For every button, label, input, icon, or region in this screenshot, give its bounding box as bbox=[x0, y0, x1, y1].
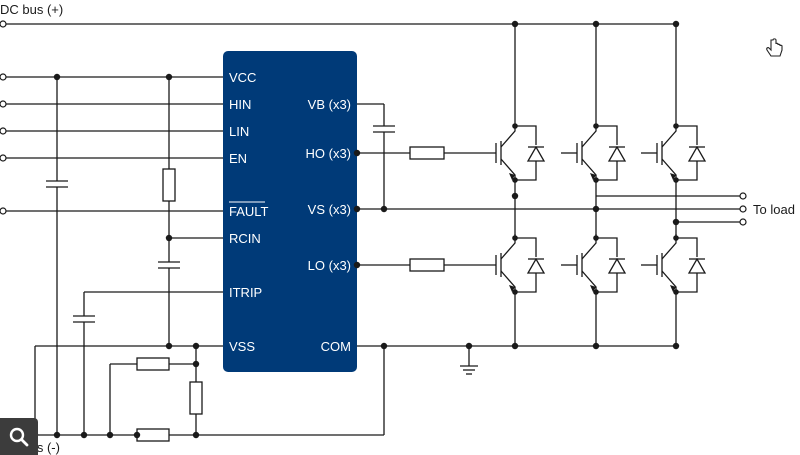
input-wires bbox=[0, 73, 224, 215]
vcc-decoupling-capacitor bbox=[46, 73, 68, 439]
low-side-gate-resistor bbox=[353, 258, 496, 272]
bootstrap-capacitor bbox=[357, 103, 395, 213]
pin-lo: LO (x3) bbox=[308, 258, 351, 273]
magnifier-icon bbox=[9, 427, 29, 446]
high-side-gate-resistor bbox=[353, 146, 496, 160]
dc-bus-plus-line bbox=[0, 20, 676, 28]
shunt-resistor-network bbox=[106, 342, 203, 442]
low-side-igbt-1 bbox=[495, 234, 546, 296]
gate-driver-ic bbox=[223, 51, 357, 372]
pin-vs: VS (x3) bbox=[308, 202, 351, 217]
high-side-igbt-3 bbox=[641, 122, 707, 184]
high-side-igbt-1 bbox=[495, 122, 546, 184]
low-side-igbt-2 bbox=[561, 234, 627, 296]
pin-rcin: RCIN bbox=[229, 231, 261, 246]
pin-vcc: VCC bbox=[229, 70, 256, 85]
pin-ho: HO (x3) bbox=[306, 146, 352, 161]
low-side-igbt-3 bbox=[641, 234, 707, 296]
high-side-igbt-2 bbox=[561, 122, 627, 184]
ground-icon bbox=[460, 346, 478, 375]
to-load-label: To load bbox=[753, 202, 795, 217]
three-phase-bridge bbox=[495, 20, 707, 350]
pin-lin: LIN bbox=[229, 124, 249, 139]
vs-line bbox=[353, 205, 740, 213]
pin-vb: VB (x3) bbox=[308, 97, 351, 112]
load-outputs bbox=[596, 192, 747, 226]
pin-com: COM bbox=[321, 339, 351, 354]
pin-en: EN bbox=[229, 151, 247, 166]
pin-vss: VSS bbox=[229, 339, 255, 354]
zoom-button[interactable] bbox=[0, 418, 38, 455]
itrip-filter-capacitor bbox=[73, 291, 224, 439]
hand-pointer-icon bbox=[763, 38, 785, 60]
pin-itrip: ITRIP bbox=[229, 285, 262, 300]
dc-bus-plus-label: DC bus (+) bbox=[0, 2, 63, 17]
pin-fault: FAULT bbox=[229, 204, 269, 219]
pin-hin: HIN bbox=[229, 97, 251, 112]
